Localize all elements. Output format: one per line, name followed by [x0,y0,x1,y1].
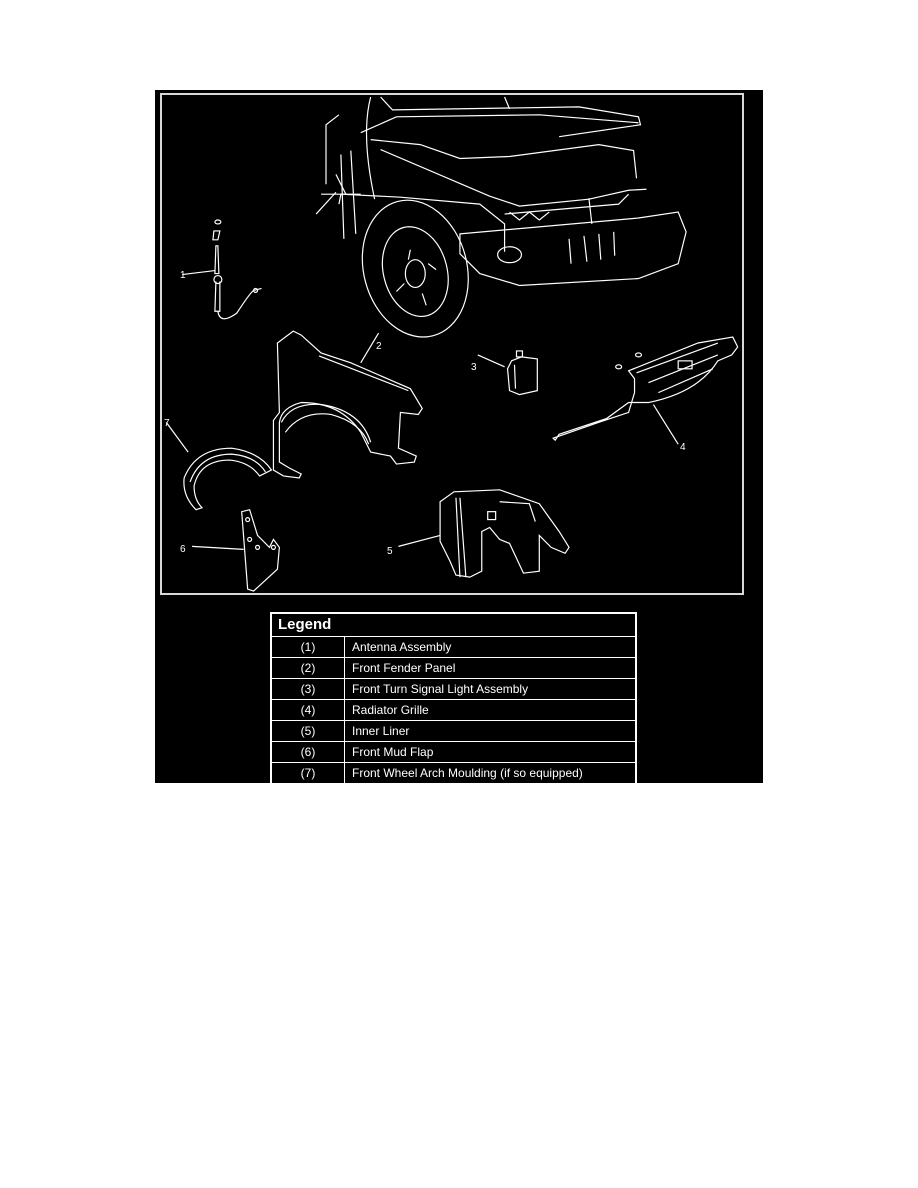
legend-number: (5) [272,721,345,741]
callout-2-leader [360,332,380,364]
legend-number: (6) [272,742,345,762]
legend-row: (7) Front Wheel Arch Moulding (if so equ… [272,763,635,783]
legend-number: (2) [272,658,345,678]
legend-title: Legend [272,614,635,637]
antenna-assembly-drawing [182,219,262,320]
legend-description: Inner Liner [352,724,410,738]
legend-table: Legend (1) Antenna Assembly (2) Front Fe… [270,612,637,785]
callout-4: 4 [680,442,686,453]
callout-3: 3 [471,362,477,373]
callout-5-leader [398,534,441,547]
inner-liner-drawing [398,489,570,578]
legend-row: (5) Inner Liner [272,721,635,742]
legend-description: Front Fender Panel [352,661,456,675]
callout-7: 7 [164,418,170,429]
legend-row: (6) Front Mud Flap [272,742,635,763]
legend-description: Front Turn Signal Light Assembly [352,682,529,696]
mud-flap-drawing [192,508,280,592]
callout-1: 1 [180,270,186,281]
legend-number: (4) [272,700,345,720]
callout-6-leader [192,545,244,550]
vehicle-front-body [315,96,687,338]
callout-6: 6 [180,544,186,555]
radiator-grille-drawing [552,336,739,445]
diagram-panel: 1 2 3 4 5 6 7 Legend (1) Antenna Assembl… [155,90,763,785]
front-fender-drawing [272,330,423,479]
callout-4-leader [652,404,679,445]
legend-row: (2) Front Fender Panel [272,658,635,679]
legend-description: Radiator Grille [352,703,429,717]
callout-5: 5 [387,546,393,557]
legend-number: (3) [272,679,345,699]
legend-number: (7) [272,763,345,783]
turn-signal-drawing [477,350,538,396]
legend-row: (3) Front Turn Signal Light Assembly [272,679,635,700]
wheel-arch-moulding-drawing [165,422,273,511]
callout-7-leader [165,422,189,453]
legend-description: Antenna Assembly [352,640,452,654]
vehicle-line-drawing [165,96,739,592]
legend-number: (1) [272,637,345,657]
callout-2: 2 [376,341,382,352]
legend-row: (4) Radiator Grille [272,700,635,721]
hood-leader [504,96,511,110]
legend-description: Front Mud Flap [352,745,434,759]
exploded-view-figure: 1 2 3 4 5 6 7 [160,93,744,595]
callout-3-leader [477,354,505,368]
legend-description: Front Wheel Arch Moulding (if so equippe… [352,766,583,780]
legend-row: (1) Antenna Assembly [272,637,635,658]
